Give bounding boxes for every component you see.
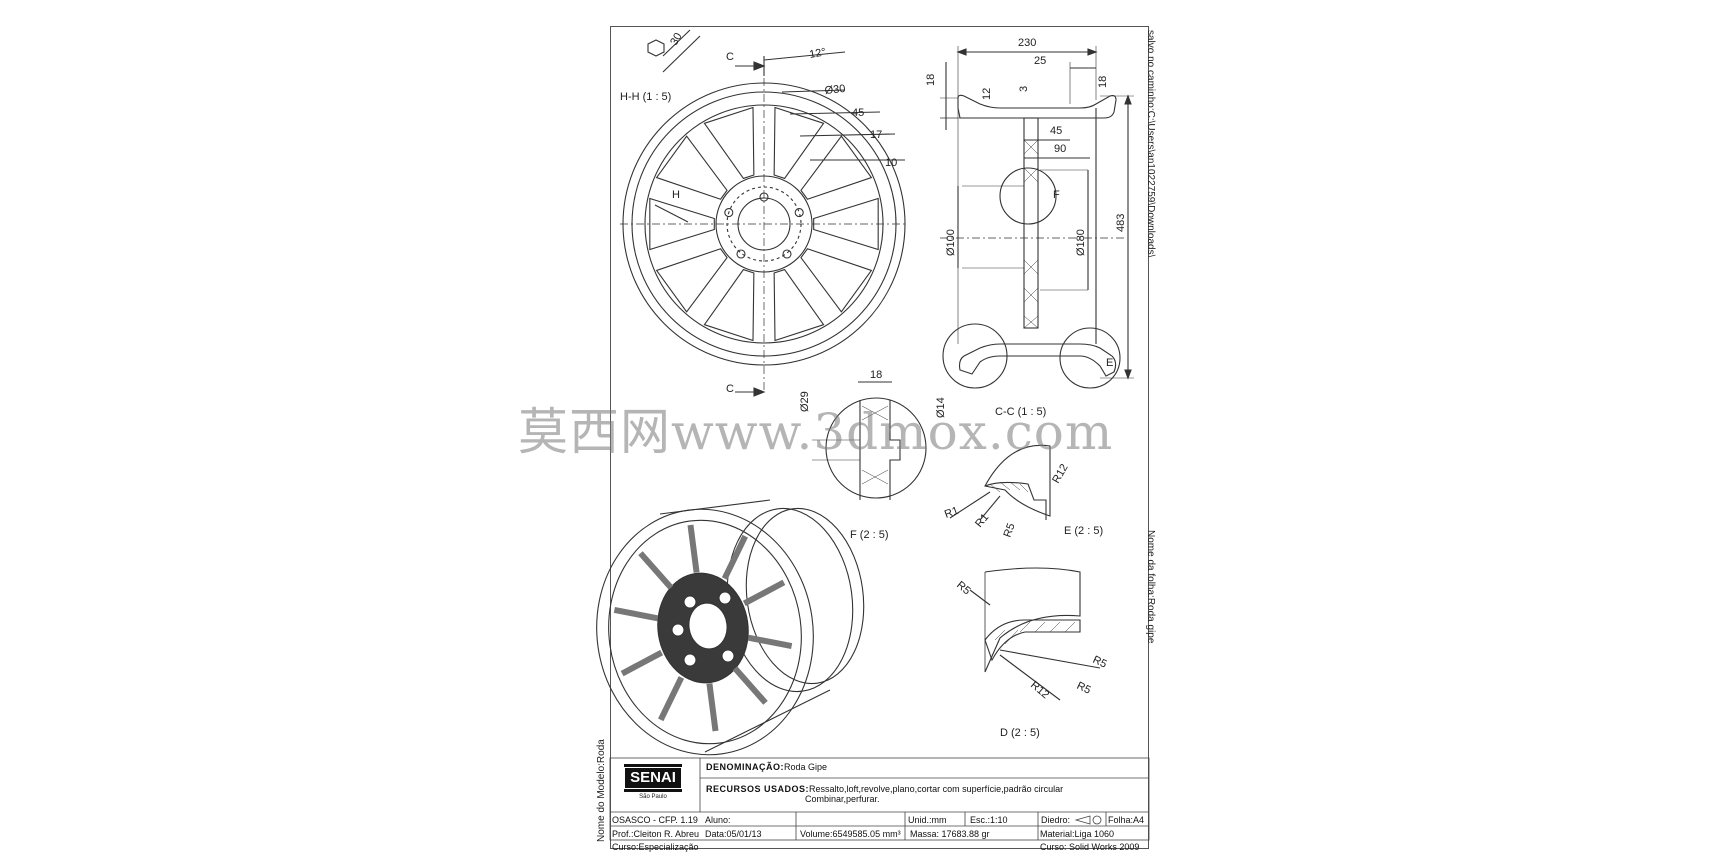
dim-dia-30: Ø30 bbox=[824, 83, 846, 97]
tb-recursos-value-1: Ressalto,loft,revolve,plano,cortar com s… bbox=[809, 784, 1064, 794]
dim-d-r5-top: R5 bbox=[954, 579, 972, 597]
tb-unid: Unid.:mm bbox=[908, 815, 947, 825]
dim-3: 3 bbox=[1018, 86, 1030, 92]
dim-angle-12: 12° bbox=[808, 46, 826, 61]
title-block-lines bbox=[609, 757, 1150, 841]
dim-hex-30: 30 bbox=[668, 31, 685, 48]
dim-18-left: 18 bbox=[925, 74, 937, 86]
dim-25: 25 bbox=[1034, 55, 1046, 67]
wheel-section-view bbox=[940, 46, 1134, 389]
wheel-front-view bbox=[620, 29, 908, 397]
first-angle-projection-icon bbox=[1074, 815, 1102, 825]
senai-logo-sub: São Paulo bbox=[639, 794, 667, 800]
tb-denominacao-value: Roda Gipe bbox=[784, 762, 828, 772]
tb-curso-2: Curso: Solid Works 2009 bbox=[1040, 842, 1140, 852]
iso-spoke bbox=[620, 649, 664, 677]
tb-recursos-key: RECURSOS USADOS: bbox=[706, 784, 810, 794]
detail-d bbox=[969, 567, 1101, 701]
tb-prof: Prof.:Cleiton R. Abreu bbox=[612, 829, 700, 839]
wheel-spoke bbox=[813, 197, 879, 251]
dim-e-r1-b: R1 bbox=[973, 511, 991, 529]
wheel-spoke bbox=[800, 248, 873, 313]
dim-45-side: 45 bbox=[1050, 125, 1062, 137]
side-label-path: salvo no caminho:C:\Users\an1022759\Down… bbox=[1145, 30, 1156, 258]
wheel-spoke bbox=[655, 135, 728, 200]
side-label-model-name: Nome do Modelo:Roda bbox=[596, 739, 607, 842]
dim-12: 12 bbox=[981, 88, 993, 100]
dim-d-r5-a: R5 bbox=[1091, 654, 1109, 671]
detail-marker-e: E bbox=[1106, 357, 1113, 369]
wheel-spoke bbox=[703, 106, 755, 180]
view-label-cc: C-C (1 : 5) bbox=[995, 406, 1046, 418]
detail-e bbox=[949, 444, 1051, 521]
iso-spoke bbox=[638, 551, 674, 590]
senai-logo-box: SENAI bbox=[624, 764, 682, 792]
dim-e-r5: R5 bbox=[1002, 522, 1018, 539]
tb-school: OSASCO - CFP. 1.19 bbox=[612, 815, 698, 825]
dim-f-dia-29: Ø29 bbox=[799, 391, 811, 412]
section-marker-c-top: C bbox=[726, 51, 734, 63]
tb-aluno: Aluno: bbox=[705, 815, 731, 825]
dim-45-front: 45 bbox=[852, 107, 864, 119]
iso-spoke bbox=[706, 683, 719, 732]
wheel-isometric-view bbox=[596, 499, 865, 756]
dim-d-r5-b: R5 bbox=[1075, 680, 1093, 697]
tb-folha: Folha:A4 bbox=[1108, 815, 1145, 825]
tb-recursos-value-2: Combinar,perfurar. bbox=[805, 794, 880, 804]
side-label-sheet-name: Nome da folha:Roda gipe bbox=[1145, 530, 1156, 644]
iso-spoke bbox=[747, 634, 793, 650]
dim-230: 230 bbox=[1018, 37, 1036, 49]
dim-dia-100: Ø100 bbox=[945, 229, 957, 256]
tb-volume: Volume:6549585.05 mm³ bbox=[800, 829, 901, 839]
view-label-e: E (2 : 5) bbox=[1064, 525, 1103, 537]
section-marker-h: H bbox=[672, 189, 680, 201]
senai-logo-text: SENAI bbox=[630, 769, 676, 786]
iso-spoke bbox=[658, 676, 685, 722]
dim-10: 10 bbox=[885, 157, 897, 169]
iso-spoke bbox=[721, 534, 748, 580]
wheel-spoke bbox=[703, 268, 755, 342]
wheel-spoke bbox=[649, 197, 715, 251]
dim-dia-180: Ø180 bbox=[1075, 229, 1087, 256]
iso-spoke bbox=[613, 606, 659, 622]
tb-esc: Esc.:1:10 bbox=[970, 815, 1008, 825]
wheel-spoke bbox=[800, 135, 873, 200]
dim-e-r1-a: R1 bbox=[943, 505, 960, 521]
detail-f bbox=[812, 381, 927, 500]
tb-denominacao-key: DENOMINAÇÃO: bbox=[706, 762, 784, 772]
hex-nut-icon bbox=[647, 39, 665, 57]
tb-material: Material:Liga 1060 bbox=[1040, 829, 1115, 839]
view-label-hh: H-H (1 : 5) bbox=[620, 91, 671, 103]
dim-90: 90 bbox=[1054, 143, 1066, 155]
tb-diedro: Diedro: bbox=[1041, 815, 1071, 825]
iso-spoke bbox=[687, 524, 700, 573]
tb-data: Data:05/01/13 bbox=[705, 829, 762, 839]
detail-marker-f: F bbox=[1053, 189, 1060, 201]
senai-logo: SENAI São Paulo bbox=[624, 764, 682, 802]
view-label-f: F (2 : 5) bbox=[850, 529, 889, 541]
wheel-spoke bbox=[773, 106, 825, 180]
dim-483: 483 bbox=[1115, 214, 1127, 232]
dim-f-18: 18 bbox=[870, 369, 882, 381]
drawing-sheet bbox=[610, 26, 1149, 849]
dim-f-dia-14: Ø14 bbox=[935, 397, 947, 418]
dim-d-r12: R12 bbox=[1028, 679, 1051, 701]
watermark-text: 莫西网www.3dmox.com bbox=[518, 403, 1114, 461]
iso-spoke bbox=[742, 579, 786, 607]
iso-spoke bbox=[732, 666, 768, 705]
tb-massa: Massa: 17683.88 gr bbox=[910, 829, 990, 839]
view-label-d: D (2 : 5) bbox=[1000, 727, 1040, 739]
tb-curso: Curso:Especialização bbox=[612, 842, 699, 852]
dim-e-r12: R12 bbox=[1050, 462, 1070, 485]
wheel-spoke bbox=[655, 248, 728, 313]
wheel-spoke bbox=[773, 268, 825, 342]
dim-18-right: 18 bbox=[1097, 76, 1109, 88]
dim-17: 17 bbox=[870, 129, 882, 141]
section-marker-c-bottom: C bbox=[726, 383, 734, 395]
